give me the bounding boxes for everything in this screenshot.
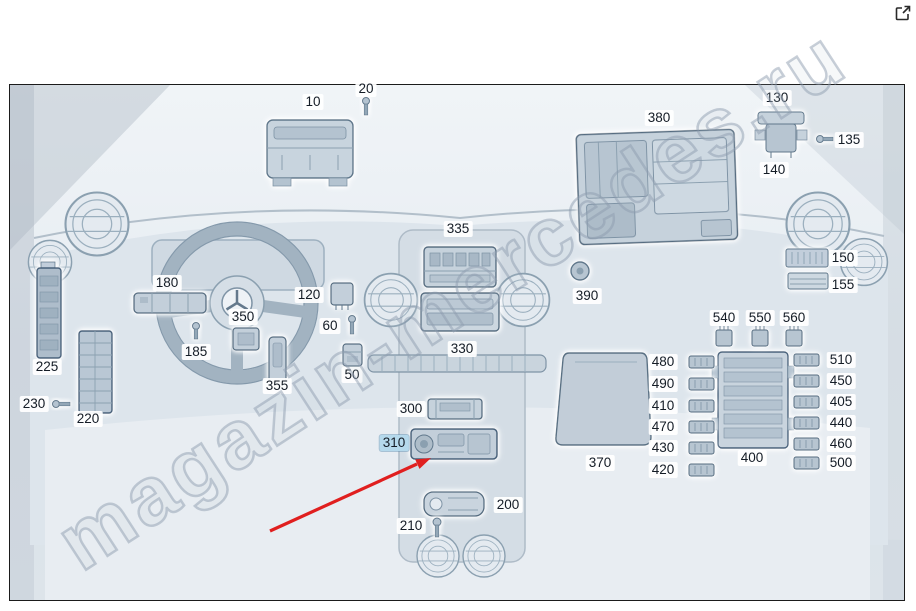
callout-370[interactable]: 370 — [585, 455, 615, 471]
callout-210[interactable]: 210 — [396, 518, 426, 534]
callout-220[interactable]: 220 — [73, 411, 103, 427]
fuse-icons-left-column — [688, 355, 715, 477]
callout-450[interactable]: 450 — [826, 373, 856, 389]
screw-20 — [362, 97, 370, 116]
callout-230[interactable]: 230 — [19, 396, 49, 412]
callout-335[interactable]: 335 — [443, 221, 473, 237]
callout-430[interactable]: 430 — [648, 440, 678, 456]
callout-20[interactable]: 20 — [355, 81, 377, 97]
callout-225[interactable]: 225 — [32, 359, 62, 375]
callout-310[interactable]: 310 — [379, 435, 409, 451]
callout-50[interactable]: 50 — [341, 367, 363, 383]
callout-540[interactable]: 540 — [709, 310, 739, 326]
callout-355[interactable]: 355 — [262, 378, 292, 394]
screw-230 — [52, 400, 71, 408]
component-335 — [423, 246, 497, 288]
callout-135[interactable]: 135 — [834, 132, 864, 148]
callout-300[interactable]: 300 — [396, 401, 426, 417]
callout-500[interactable]: 500 — [826, 455, 856, 471]
mercedes-star-icon — [225, 290, 249, 311]
callout-440[interactable]: 440 — [826, 415, 856, 431]
dashboard-illustration — [10, 85, 904, 600]
component-50 — [342, 343, 363, 367]
callout-400[interactable]: 400 — [737, 450, 767, 466]
left-pillar-shading — [10, 85, 170, 250]
callout-60[interactable]: 60 — [319, 318, 341, 334]
callout-390[interactable]: 390 — [572, 288, 602, 304]
callout-410[interactable]: 410 — [648, 398, 678, 414]
callout-120[interactable]: 120 — [294, 287, 324, 303]
component-150 — [785, 248, 829, 268]
callout-405[interactable]: 405 — [826, 394, 856, 410]
screw-60 — [348, 315, 356, 335]
component-130-140 — [754, 111, 808, 158]
component-200 — [423, 491, 485, 517]
callout-140[interactable]: 140 — [759, 162, 789, 178]
diagram-panel — [9, 84, 905, 601]
component-330 — [420, 292, 500, 332]
callout-420[interactable]: 420 — [648, 462, 678, 478]
screw-210 — [432, 517, 442, 538]
callout-350[interactable]: 350 — [228, 309, 258, 325]
callout-470[interactable]: 470 — [648, 419, 678, 435]
callout-130[interactable]: 130 — [762, 90, 792, 106]
callout-10[interactable]: 10 — [302, 94, 324, 110]
fuse-icons-right-column — [793, 353, 820, 470]
callout-185[interactable]: 185 — [181, 344, 211, 360]
callout-480[interactable]: 480 — [648, 354, 678, 370]
connector-icons-540-550-560 — [715, 326, 803, 347]
callout-560[interactable]: 560 — [779, 310, 809, 326]
callout-180[interactable]: 180 — [152, 275, 182, 291]
component-120 — [330, 282, 354, 310]
callout-155[interactable]: 155 — [828, 277, 858, 293]
component-180 — [133, 292, 207, 314]
component-10 — [266, 119, 354, 187]
component-155 — [787, 272, 829, 290]
callout-200[interactable]: 200 — [493, 497, 523, 513]
component-300 — [427, 398, 483, 420]
open-in-new-icon[interactable] — [895, 5, 911, 21]
callout-380[interactable]: 380 — [644, 110, 674, 126]
component-400 — [711, 351, 795, 449]
callout-550[interactable]: 550 — [745, 310, 775, 326]
callout-330[interactable]: 330 — [447, 341, 477, 357]
screw-185 — [192, 322, 200, 340]
component-225 — [36, 261, 62, 359]
callout-490[interactable]: 490 — [648, 376, 678, 392]
component-350 — [232, 327, 260, 351]
component-390 — [570, 261, 590, 281]
screw-135 — [816, 135, 834, 143]
callout-510[interactable]: 510 — [826, 352, 856, 368]
component-310 — [410, 428, 498, 460]
callout-150[interactable]: 150 — [828, 250, 858, 266]
component-380 — [575, 128, 739, 246]
component-370 — [555, 352, 652, 446]
callout-460[interactable]: 460 — [826, 436, 856, 452]
